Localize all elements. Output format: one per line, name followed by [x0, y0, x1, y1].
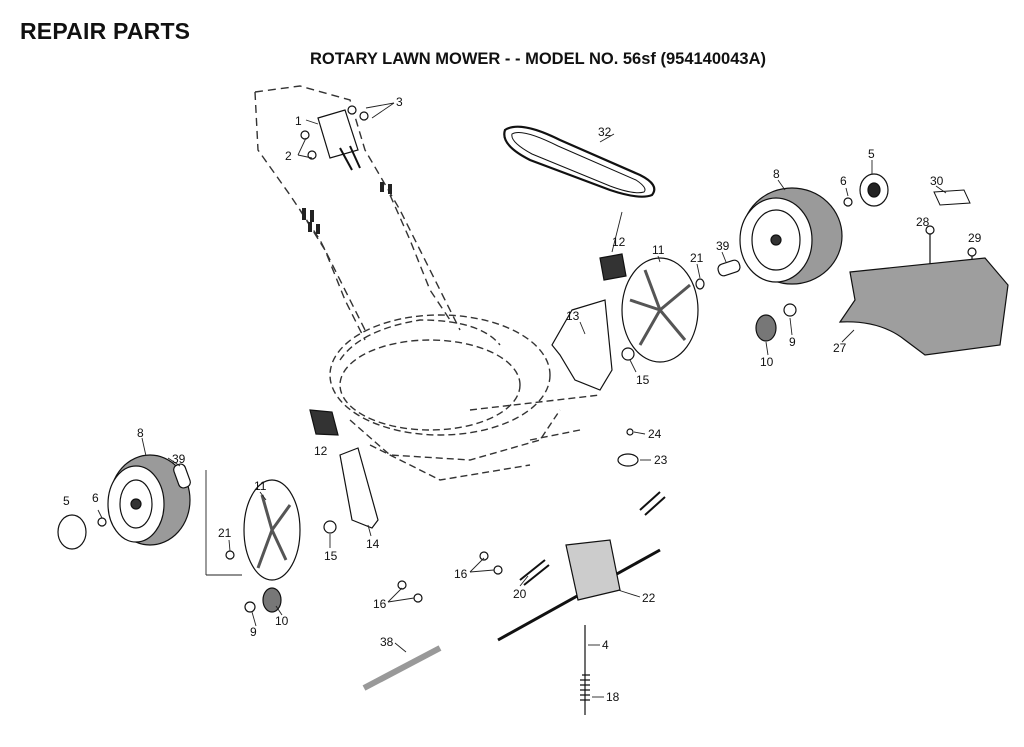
callout-16-b: 16: [373, 597, 387, 611]
callout-30: 30: [930, 174, 944, 188]
callout-16-a: 16: [454, 567, 468, 581]
callout-14: 14: [366, 537, 380, 551]
callout-11: 11: [652, 243, 665, 257]
callout-6: 6: [840, 174, 847, 188]
model-subtitle: ROTARY LAWN MOWER - - MODEL NO. 56sf (95…: [310, 50, 766, 68]
callout-13: 13: [566, 309, 580, 323]
transmission-parts: [362, 428, 666, 715]
drive-belt: [503, 125, 656, 198]
callout-6-left: 6: [92, 491, 99, 505]
callout-3: 3: [396, 95, 403, 109]
hubcap-left: [57, 514, 107, 550]
callout-39-left: 39: [172, 452, 186, 466]
page-title: REPAIR PARTS: [20, 18, 191, 44]
callout-labels: 1 2 3 32 5 6 8 30 28 29 12 11 39 21 13 1…: [63, 95, 982, 704]
callout-9-left: 9: [250, 625, 257, 639]
callout-18: 18: [606, 690, 620, 704]
callout-22: 22: [642, 591, 656, 605]
callout-20: 20: [513, 587, 527, 601]
callout-11-left: 11: [254, 479, 267, 493]
left-drive-parts: [225, 409, 379, 613]
callout-5: 5: [868, 147, 875, 161]
callout-4: 4: [602, 638, 609, 652]
callout-15: 15: [636, 373, 650, 387]
callout-2: 2: [285, 149, 292, 163]
callout-24: 24: [648, 427, 662, 441]
callout-10-left: 10: [275, 614, 289, 628]
callout-8: 8: [773, 167, 780, 181]
wheel-right: [739, 187, 843, 285]
rear-shield: [838, 257, 1009, 356]
callout-15-left: 15: [324, 549, 338, 563]
callout-39: 39: [716, 239, 730, 253]
callout-10: 10: [760, 355, 774, 369]
hubcap-right: [843, 173, 889, 207]
callout-5-left: 5: [63, 494, 70, 508]
wheel-left: [107, 454, 191, 546]
callout-27: 27: [833, 341, 847, 355]
right-drive-parts: [551, 253, 797, 391]
handle-assembly: [254, 85, 461, 341]
callout-38: 38: [380, 635, 394, 649]
callout-23: 23: [654, 453, 668, 467]
callout-21-left: 21: [218, 526, 232, 540]
callout-12-left: 12: [314, 444, 328, 458]
label-plate: [933, 189, 971, 206]
callout-29: 29: [968, 231, 982, 245]
callout-28: 28: [916, 215, 930, 229]
callout-32: 32: [598, 125, 612, 139]
handle-brackets: [302, 182, 392, 234]
callout-9: 9: [789, 335, 796, 349]
mower-deck: [329, 314, 601, 481]
leader-lines: [97, 102, 947, 698]
callout-1: 1: [295, 114, 302, 128]
callout-21: 21: [690, 251, 704, 265]
control-lever: [300, 105, 369, 171]
callout-8-left: 8: [137, 426, 144, 440]
callout-12: 12: [612, 235, 626, 249]
